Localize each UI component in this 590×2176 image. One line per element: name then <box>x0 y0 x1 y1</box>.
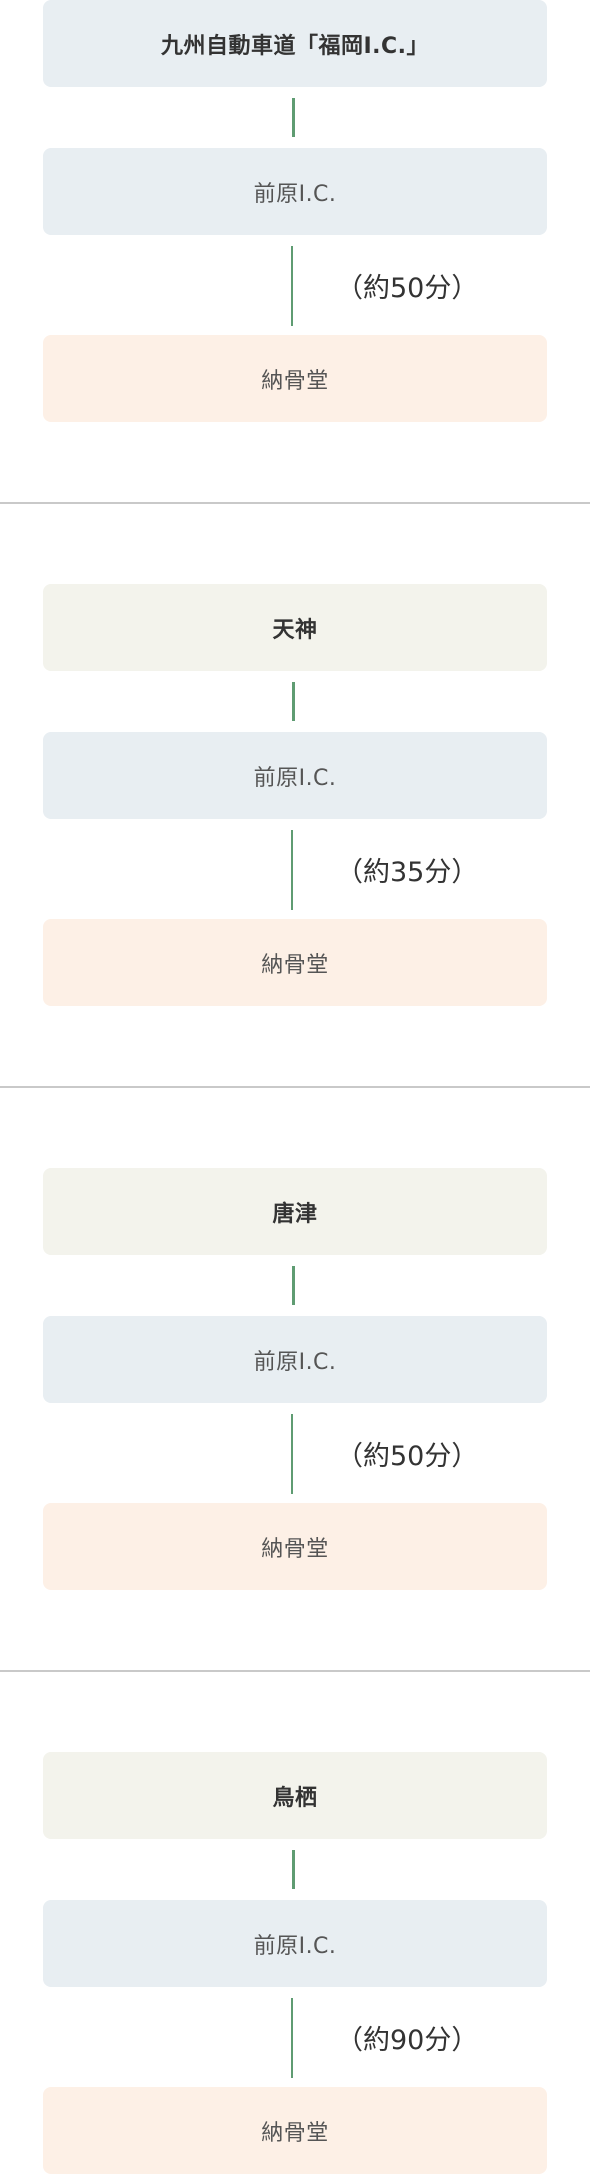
section-divider <box>0 1670 590 1672</box>
route-origin: 鳥栖 <box>43 1752 547 1839</box>
route-interchange: 前原I.C. <box>43 732 547 819</box>
route-card-fukuoka-ic: 九州自動車道「福岡I.C.」 前原I.C. （約50分） 納骨堂 <box>0 0 590 503</box>
route-connector <box>292 1850 295 1889</box>
section-divider <box>0 1086 590 1088</box>
route-connector <box>291 246 293 326</box>
route-duration: （約35分） <box>336 857 479 888</box>
route-duration: （約50分） <box>336 273 479 304</box>
route-origin: 天神 <box>43 584 547 671</box>
route-connector <box>291 830 293 910</box>
route-duration: （約50分） <box>336 1441 479 1472</box>
section-divider <box>0 502 590 504</box>
route-destination: 納骨堂 <box>43 1503 547 1590</box>
route-destination: 納骨堂 <box>43 2087 547 2174</box>
route-card-karatsu: 唐津 前原I.C. （約50分） 納骨堂 <box>0 1168 590 1671</box>
route-connector <box>292 98 295 137</box>
route-destination: 納骨堂 <box>43 919 547 1006</box>
route-card-tosu: 鳥栖 前原I.C. （約90分） 納骨堂 <box>0 1752 590 2176</box>
route-destination: 納骨堂 <box>43 335 547 422</box>
route-interchange: 前原I.C. <box>43 1316 547 1403</box>
route-card-tenjin: 天神 前原I.C. （約35分） 納骨堂 <box>0 584 590 1087</box>
route-duration: （約90分） <box>336 2025 479 2056</box>
route-origin: 唐津 <box>43 1168 547 1255</box>
route-connector <box>292 682 295 721</box>
route-origin: 九州自動車道「福岡I.C.」 <box>43 0 547 87</box>
route-connector <box>291 1414 293 1494</box>
route-connector <box>292 1266 295 1305</box>
route-interchange: 前原I.C. <box>43 148 547 235</box>
route-connector <box>291 1998 293 2078</box>
route-interchange: 前原I.C. <box>43 1900 547 1987</box>
